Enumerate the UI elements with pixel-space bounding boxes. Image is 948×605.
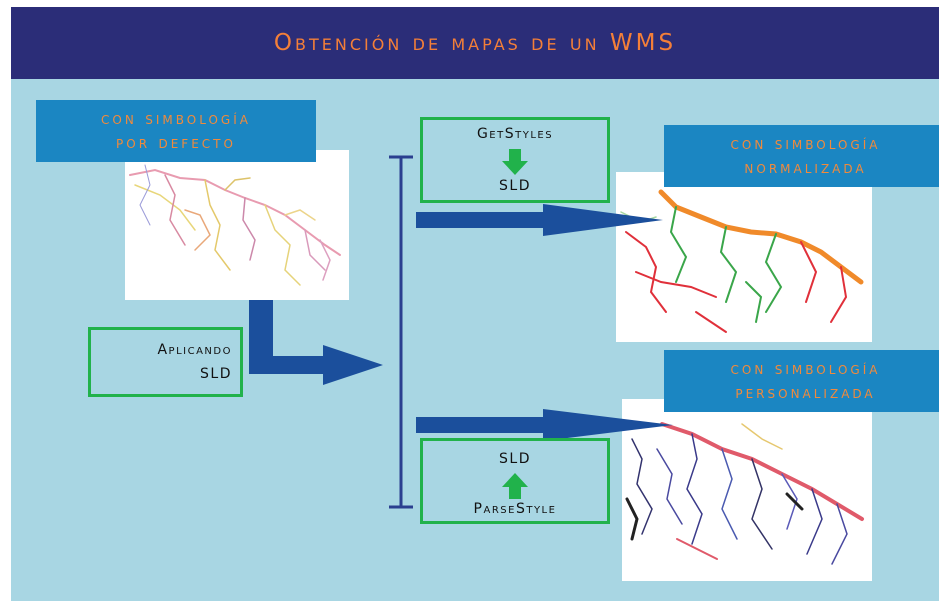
label-normalized-line1: con simbología	[730, 134, 881, 154]
label-custom-line1: con simbología	[730, 359, 881, 379]
map-normalized-symbology	[616, 172, 872, 342]
arrow-to-normalized	[416, 204, 663, 236]
label-default-symbology: con simbología por defecto	[36, 100, 316, 162]
label-normalized-line2: normalizada	[744, 158, 867, 178]
getstyles-text: GetStyles	[476, 126, 554, 142]
up-arrow-icon	[502, 473, 528, 499]
map-custom-symbology	[622, 399, 872, 581]
label-default-line1: con simbología	[101, 109, 251, 129]
default-map-drawing	[129, 164, 341, 286]
custom-map-drawing	[625, 422, 864, 565]
label-custom-line2: personalizada	[735, 383, 876, 403]
title-bar: Obtención de mapas de un WMS	[11, 7, 939, 79]
slide: Obtención de mapas de un WMS	[11, 7, 939, 601]
box-applying-sld: Aplicando SLD	[88, 327, 243, 397]
diagram-connectors	[249, 155, 673, 509]
normalized-map-drawing	[620, 189, 864, 333]
applying-text: Aplicando	[157, 342, 232, 358]
elbow-arrow	[249, 300, 383, 385]
arrow-to-custom	[416, 409, 673, 441]
label-custom-symbology: con simbología personalizada	[664, 350, 939, 412]
sld-top-text: SLD	[499, 178, 531, 194]
parsestyle-text: ParseStyle	[473, 501, 557, 517]
sld-bottom-text: SLD	[499, 451, 531, 467]
label-default-line2: por defecto	[116, 133, 236, 153]
label-normalized-symbology: con simbología normalizada	[664, 125, 939, 187]
down-arrow-icon	[502, 149, 528, 175]
map-default-symbology	[125, 150, 349, 300]
applying-sld-text: SLD	[200, 366, 232, 382]
box-parsestyle: SLD ParseStyle	[420, 438, 610, 524]
box-getstyles: GetStyles SLD	[420, 117, 610, 203]
slide-title: Obtención de mapas de un WMS	[273, 30, 677, 56]
